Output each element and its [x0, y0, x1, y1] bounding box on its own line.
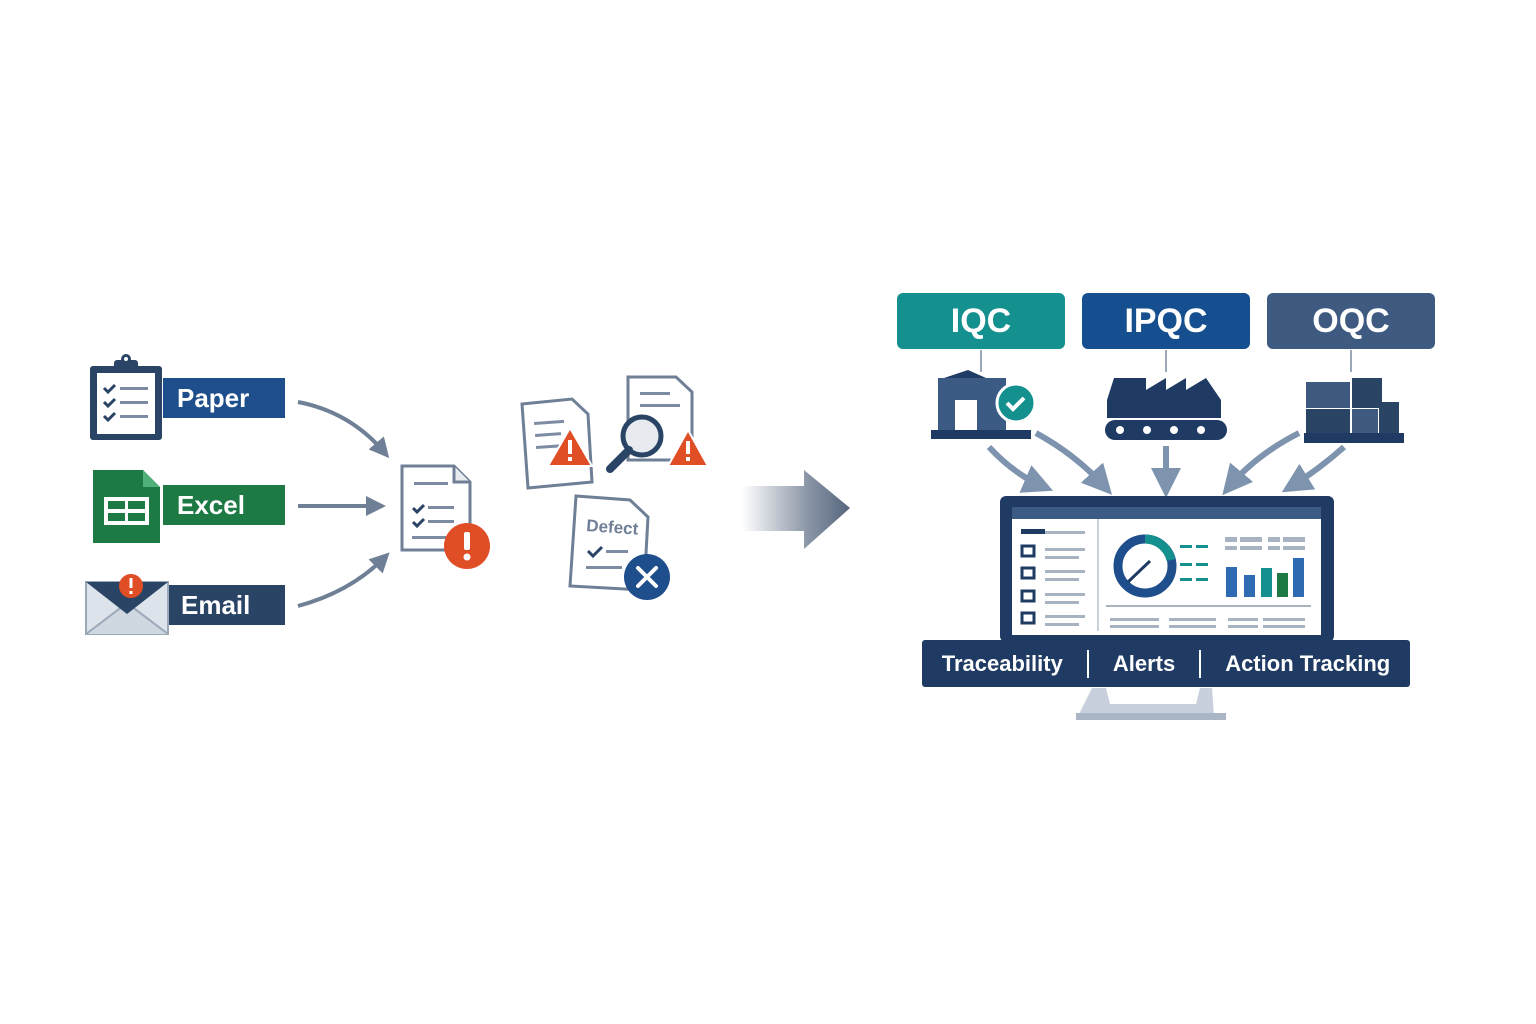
feature-alerts: Alerts	[1112, 650, 1176, 676]
stage-iqc: IQC	[897, 293, 1065, 349]
stage-oqc: OQC	[1267, 293, 1435, 349]
feature-divider	[1199, 649, 1202, 678]
email-label: Email	[181, 589, 251, 620]
factory-check-icon	[931, 350, 1037, 439]
defect-doc-label: Defect	[586, 516, 639, 539]
stage-ipqc: IPQC	[1082, 293, 1250, 349]
feature-bar: Traceability Alerts Action Tracking	[922, 640, 1410, 687]
converging-arrows	[297, 400, 390, 608]
bar-chart	[1106, 537, 1311, 607]
stage-ipqc-label: IPQC	[1124, 301, 1208, 340]
production-line-icon	[1105, 350, 1227, 440]
big-transition-arrow	[742, 470, 850, 549]
dashboard-list	[1020, 529, 1085, 626]
stage-iqc-label: IQC	[950, 301, 1012, 340]
boxes-pallet-icon	[1304, 350, 1404, 443]
feature-action-tracking: Action Tracking	[1225, 650, 1391, 676]
paper-label: Paper	[177, 382, 250, 413]
warning-document-icon	[520, 397, 594, 490]
excel-label-box: Excel	[163, 485, 285, 525]
error-document-icon	[400, 464, 490, 569]
dashboard-table-lines	[1110, 618, 1305, 628]
feature-traceability: Traceability	[941, 650, 1063, 676]
defect-document-icon: Defect	[568, 494, 670, 600]
email-label-box: Email	[167, 585, 285, 625]
magnifier-document-icon	[606, 375, 710, 473]
excel-label: Excel	[177, 489, 245, 520]
clipboard-icon	[90, 354, 162, 440]
envelope-icon	[85, 574, 169, 635]
feature-divider	[1086, 649, 1089, 678]
paper-label-box: Paper	[163, 378, 285, 418]
stage-arrows	[986, 430, 1346, 498]
spreadsheet-icon	[93, 470, 160, 543]
stage-oqc-label: OQC	[1312, 301, 1390, 340]
gauge-chart	[1113, 534, 1208, 598]
